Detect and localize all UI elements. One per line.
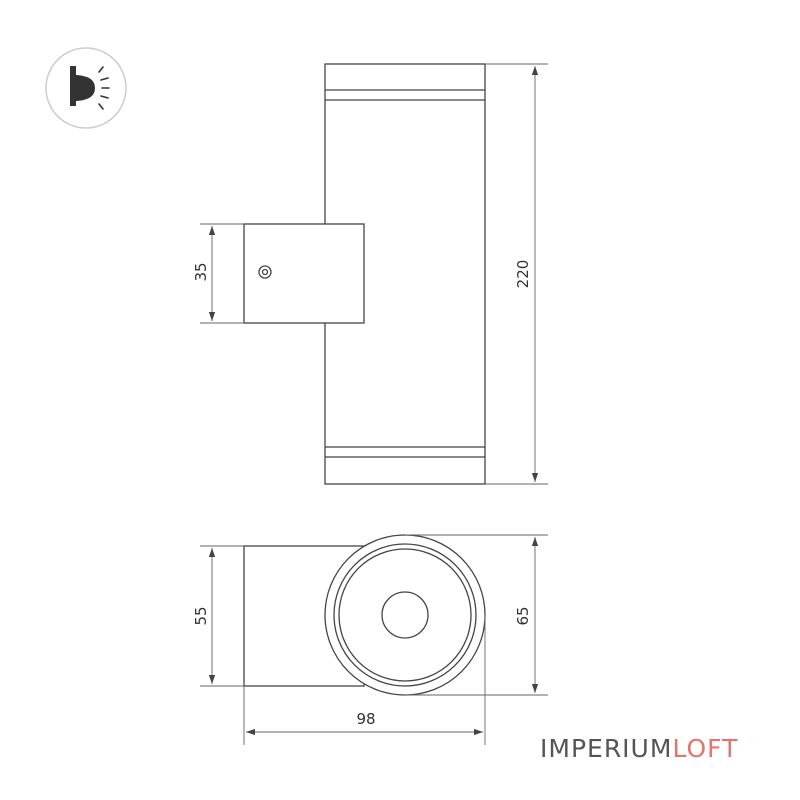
icon-lamp [76, 75, 95, 101]
total-width-label: 98 [356, 710, 375, 728]
diameter-label: 65 [514, 606, 532, 625]
icon-rays [98, 66, 110, 110]
brand-logo: IMPERIUMLOFT [540, 734, 738, 763]
brand-accent: LOFT [672, 734, 739, 763]
icon-wall [70, 66, 76, 106]
total-height-label: 220 [514, 260, 532, 289]
top-dimensions [200, 534, 548, 745]
mount-screw-center [261, 268, 269, 276]
top-view [243, 534, 486, 696]
lens [381, 591, 429, 639]
front-dimensions [200, 63, 548, 485]
mount-screw [258, 265, 272, 279]
brand-primary: IMPERIUM [540, 734, 673, 763]
wall-light-up-down-icon [45, 47, 127, 129]
wall-mount-block [243, 223, 365, 324]
front-view [243, 63, 486, 485]
mount-depth-label: 55 [192, 606, 210, 625]
cylinder-ring [333, 543, 477, 687]
mount-height-label: 35 [192, 262, 210, 281]
cylinder-outer-ring [324, 534, 486, 696]
cylinder-inner-ring [338, 548, 472, 682]
